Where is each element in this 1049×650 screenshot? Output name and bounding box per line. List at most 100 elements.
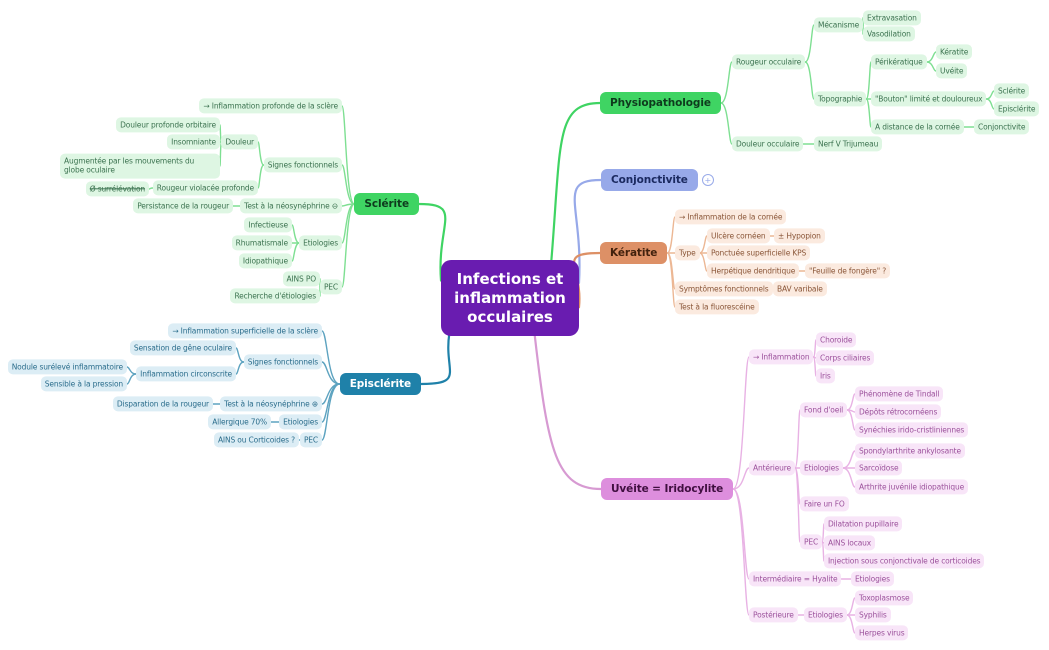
node-topo-conjonctivite[interactable]: Conjonctivite xyxy=(974,119,1030,135)
node-dilatation[interactable]: Dilatation pupillaire xyxy=(824,516,903,532)
node-uv-inflammation[interactable]: → Inflammation xyxy=(749,349,814,365)
node-uveite[interactable]: Uvéite = Iridocylite xyxy=(601,478,734,500)
connector xyxy=(698,252,708,272)
node-inflammation-circonscrite[interactable]: Inflammation circonscrite xyxy=(136,366,236,382)
node-topo-episclerite[interactable]: Episclérite xyxy=(994,101,1040,117)
node-extravasation[interactable]: Extravasation xyxy=(863,10,921,26)
node-physiopathologie[interactable]: Physiopathologie xyxy=(600,92,721,114)
node-ker-inflammation[interactable]: → Inflammation de la cornée xyxy=(675,209,787,225)
node-augmentee[interactable]: Augmentée par les mouvements du globe oc… xyxy=(60,153,220,179)
node-posterieure[interactable]: Postérieure xyxy=(749,607,798,623)
node-scl-inflammation[interactable]: → Inflammation profonde de la sclère xyxy=(199,98,342,114)
node-feuille-fongere[interactable]: "Feuille de fongère" ? xyxy=(805,263,891,279)
node-episclerite[interactable]: Episclérite xyxy=(339,373,421,395)
node-bav[interactable]: BAV varibale xyxy=(773,281,827,297)
node-topo-keratite[interactable]: Kératite xyxy=(936,44,973,60)
node-toxoplasmose[interactable]: Toxoplasmose xyxy=(855,590,914,606)
node-gene-oculaire[interactable]: Sensation de gêne oculaire xyxy=(129,340,236,356)
node-post-etiologies[interactable]: Etiologies xyxy=(804,607,847,623)
node-anterieure[interactable]: Antérieure xyxy=(749,460,796,476)
node-ant-etiologies[interactable]: Etiologies xyxy=(800,460,843,476)
collapsed-children-badge[interactable]: + xyxy=(701,174,714,186)
node-nerf-v[interactable]: Nerf V Trijumeau xyxy=(814,136,883,152)
node-keratite[interactable]: Kératite xyxy=(600,242,668,264)
node-distance-cornee[interactable]: A distance de la cornée xyxy=(871,119,964,135)
node-sclerite[interactable]: Sclérite xyxy=(354,193,419,215)
node-intermediaire[interactable]: Intermédiaire = Hyalite xyxy=(749,571,842,587)
connector xyxy=(291,224,300,244)
node-mecanisme[interactable]: Mécanisme xyxy=(814,17,864,33)
connector xyxy=(126,373,137,385)
node-depots[interactable]: Dépôts rétrocornéens xyxy=(855,404,942,420)
node-scl-etiologies[interactable]: Etiologies xyxy=(299,235,342,251)
node-epi-etiologies[interactable]: Etiologies xyxy=(279,414,322,430)
node-spondylarthrite[interactable]: Spondylarthrite ankylosante xyxy=(855,443,965,459)
node-tindall[interactable]: Phénomène de Tindall xyxy=(855,386,944,402)
node-surrelevation[interactable]: Ø surrélévation xyxy=(85,181,149,197)
node-herpes[interactable]: Herpes virus xyxy=(855,625,909,641)
node-ant-pec[interactable]: PEC xyxy=(800,534,823,550)
node-scl-douleur[interactable]: Douleur xyxy=(221,134,258,150)
node-perikeratique[interactable]: Périkératique xyxy=(871,54,927,70)
node-ains-corticoides[interactable]: AINS ou Corticoides ? xyxy=(213,432,299,448)
node-topographie[interactable]: Topographie xyxy=(814,91,867,107)
node-epi-inflammation[interactable]: → Inflammation superficielle de la sclèr… xyxy=(168,323,322,339)
connector xyxy=(846,393,856,411)
connector xyxy=(341,203,356,288)
node-infectieuse[interactable]: Infectieuse xyxy=(244,217,292,233)
node-bouton-limite[interactable]: "Bouton" limité et douloureux xyxy=(871,91,987,107)
node-topo-uveite[interactable]: Uvéite xyxy=(936,63,968,79)
connector xyxy=(126,366,137,375)
central-topic[interactable]: Infections et inflammation occulaires xyxy=(441,260,579,337)
connector xyxy=(341,105,356,205)
node-sensible-pression[interactable]: Sensible à la pression xyxy=(40,376,127,392)
node-iris[interactable]: Iris xyxy=(816,368,835,384)
node-syphilis[interactable]: Syphilis xyxy=(855,607,891,623)
node-rougeur-occulaire[interactable]: Rougeur occulaire xyxy=(732,54,806,70)
node-rhumatismale[interactable]: Rhumatismale xyxy=(231,235,292,251)
node-rougeur-violacee[interactable]: Rougeur violacée profonde xyxy=(152,180,258,196)
connector xyxy=(865,98,872,128)
node-sarcoidose[interactable]: Sarcoïdose xyxy=(855,460,903,476)
node-disparation[interactable]: Disparation de la rougeur xyxy=(112,396,213,412)
node-ker-symptomes[interactable]: Symptômes fonctionnels xyxy=(675,281,773,297)
node-fond-oeil[interactable]: Fond d'oeil xyxy=(800,402,848,418)
node-scl-signes[interactable]: Signes fonctionnels xyxy=(263,157,342,173)
node-scl-test-neo[interactable]: Test à la néosynéphrine ⊖ xyxy=(240,198,342,214)
node-herpetique[interactable]: Herpétique dendritique xyxy=(707,263,800,279)
node-topo-sclerite[interactable]: Sclérite xyxy=(994,83,1030,99)
node-persistance[interactable]: Persistance de la rougeur xyxy=(133,198,233,214)
node-vasodilation[interactable]: Vasodilation xyxy=(863,26,915,42)
node-hypopion[interactable]: ± Hypopion xyxy=(774,228,825,244)
node-corps-ciliaires[interactable]: Corps ciliaires xyxy=(816,350,875,366)
node-ulcere-corneen[interactable]: Ulcère cornéen xyxy=(707,228,770,244)
node-injection[interactable]: Injection sous conjonctivale de corticoi… xyxy=(824,553,985,569)
connector xyxy=(985,90,995,100)
node-epi-test-neo[interactable]: Test à la néosynéphrine ⊕ xyxy=(220,396,322,412)
node-ains-po[interactable]: AINS PO xyxy=(282,271,320,287)
node-epi-pec[interactable]: PEC xyxy=(299,432,322,448)
connector xyxy=(291,242,300,262)
connector xyxy=(321,330,341,385)
node-ains-locaux[interactable]: AINS locaux xyxy=(824,535,876,551)
node-choroide[interactable]: Choroide xyxy=(816,332,857,348)
node-allergique[interactable]: Allergique 70% xyxy=(208,414,271,430)
node-douleur-occulaire[interactable]: Douleur occulaire xyxy=(732,136,804,152)
node-douleur-orbitaire[interactable]: Douleur profonde orbitaire xyxy=(116,117,220,133)
node-ker-type[interactable]: Type xyxy=(675,245,700,261)
node-ker-fluoresceine[interactable]: Test à la fluorescéine xyxy=(675,299,759,315)
node-insomniante[interactable]: Insomniante xyxy=(167,134,220,150)
node-nodule[interactable]: Nodule surélevé inflammatoire xyxy=(7,359,127,375)
node-epi-signes[interactable]: Signes fonctionnels xyxy=(243,354,322,370)
node-scl-pec[interactable]: PEC xyxy=(319,279,342,295)
node-int-etiologies[interactable]: Etiologies xyxy=(851,571,894,587)
node-conjonctivite[interactable]: Conjonctivite xyxy=(601,169,698,191)
node-faire-fo[interactable]: Faire un FO xyxy=(800,496,849,512)
node-synechies[interactable]: Synéchies irido-cristliniennes xyxy=(855,422,969,438)
node-arthrite-juvenile[interactable]: Arthrite juvénile idiopathique xyxy=(855,479,969,495)
node-idiopathique[interactable]: Idiopathique xyxy=(238,253,292,269)
connector xyxy=(794,409,801,469)
node-ponctuee-kps[interactable]: Ponctuée superficielle KPS xyxy=(707,245,811,261)
node-recherche-etio[interactable]: Recherche d'étiologies xyxy=(230,288,320,304)
